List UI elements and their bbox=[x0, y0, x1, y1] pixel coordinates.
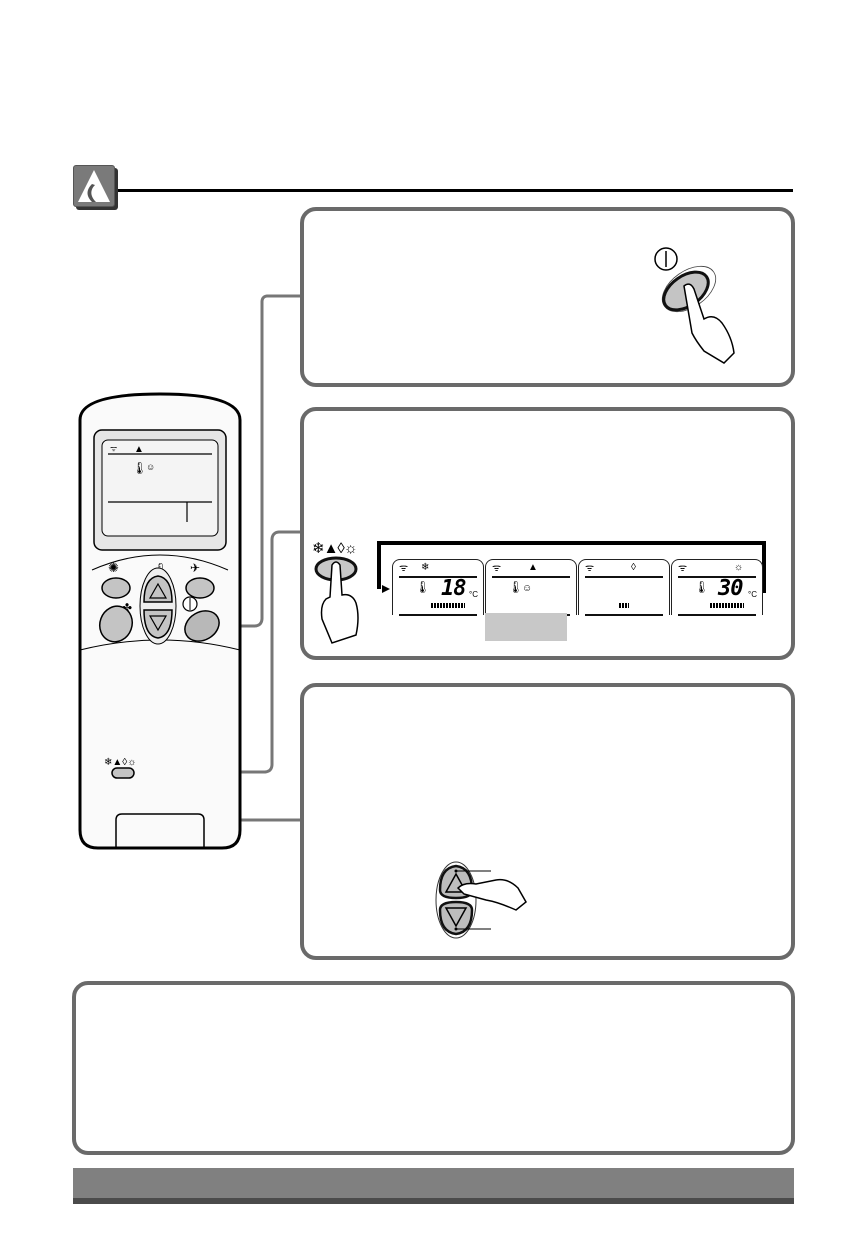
dry-mode-icon: ◊ bbox=[631, 562, 636, 573]
smiley-icon: ☺ bbox=[522, 583, 533, 594]
signal-icon: ᯤ bbox=[678, 563, 688, 574]
lcd-temp-unit: °C bbox=[748, 590, 757, 599]
hand-pressing-mode-button-icon bbox=[314, 556, 359, 644]
power-instructions-panel bbox=[300, 207, 795, 387]
thermometer-icon: 🌡 bbox=[132, 461, 147, 475]
note-panel bbox=[72, 981, 795, 1155]
remote-control-illustration: ᯤ ▲ 🌡 ☺ ✺ 🌡 ✈ ✤ ❄▲◊☼ bbox=[78, 392, 242, 850]
jet-mode-icon: ✈ bbox=[190, 561, 200, 575]
fan-speed-icon: ✤ bbox=[122, 601, 132, 615]
hand-pressing-temp-buttons-icon bbox=[435, 861, 527, 939]
thermometer-icon: 🌡 bbox=[694, 580, 710, 594]
heat-mode-icon: ☼ bbox=[734, 562, 744, 573]
header-rule bbox=[118, 189, 793, 192]
temperature-instructions-panel bbox=[300, 683, 795, 960]
cool-mode-icon: ❄ bbox=[421, 562, 430, 573]
lcd-heat-mode: ᯤ ☼ 🌡 30 °C bbox=[671, 559, 763, 616]
auto-mode-icon bbox=[78, 170, 110, 202]
fan-speed-bar bbox=[431, 603, 465, 608]
footer-bar bbox=[73, 1168, 794, 1198]
lcd-auto-mode: ᯤ ▲ 🌡 ☺ bbox=[485, 559, 577, 616]
lcd-temp-unit: °C bbox=[469, 590, 478, 599]
thermometer-icon: 🌡 bbox=[508, 580, 524, 594]
signal-icon: ᯤ bbox=[399, 563, 409, 574]
mode-symbols-icon: ❄▲◊☼ bbox=[104, 757, 136, 768]
auto-mode-badge-icon bbox=[73, 165, 115, 207]
lcd-dry-mode: ᯤ ◊ bbox=[578, 559, 670, 616]
auto-mode-icon: ▲ bbox=[134, 444, 144, 455]
smiley-icon: ☺ bbox=[146, 462, 155, 472]
mode-symbols-row: ❄▲◊☼ bbox=[312, 540, 358, 557]
hand-pressing-power-button-icon bbox=[654, 247, 735, 364]
fan-speed-bar bbox=[710, 603, 744, 608]
lcd-temp-value: 30 bbox=[718, 576, 743, 601]
signal-icon: ᯤ bbox=[492, 563, 502, 574]
fan-speed-bar bbox=[619, 603, 629, 608]
footer-bar-shadow bbox=[73, 1198, 794, 1204]
lcd-temp-value: 18 bbox=[441, 576, 466, 601]
auto-mode-caption-box bbox=[485, 613, 567, 641]
swing-icon: ✺ bbox=[108, 560, 119, 575]
lcd-cool-mode: ᯤ ❄ 🌡 18 °C bbox=[392, 559, 484, 616]
signal-icon: ᯤ bbox=[585, 563, 595, 574]
svg-text:ᯤ: ᯤ bbox=[110, 444, 117, 453]
thermometer-icon: 🌡 bbox=[415, 580, 431, 594]
auto-mode-icon: ▲ bbox=[528, 562, 538, 573]
